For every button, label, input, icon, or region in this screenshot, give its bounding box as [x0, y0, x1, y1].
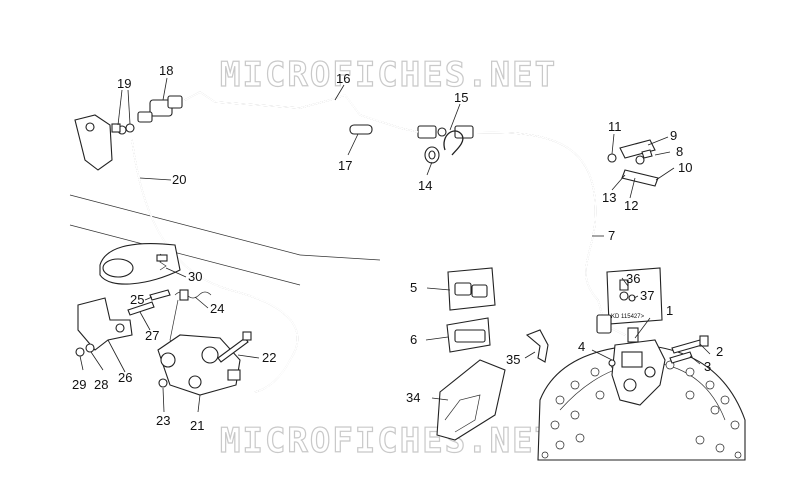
callout-16: 16 — [336, 71, 350, 86]
rubber-grommet — [424, 146, 440, 164]
watermark-top: MICROFICHES.NET — [220, 55, 557, 95]
mount-bracket — [74, 114, 135, 171]
callout-8: 8 — [676, 144, 683, 159]
callout-3: 3 — [704, 359, 711, 374]
bleed-kit-box: KD 115427> — [606, 267, 663, 325]
callout-17: 17 — [338, 158, 352, 173]
caliper-bolt — [217, 331, 252, 363]
watermark-bottom: MICROFICHES.NET — [220, 421, 557, 461]
callout-20: 20 — [172, 172, 186, 187]
pedal-bolt — [127, 301, 155, 316]
callout-6: 6 — [410, 332, 417, 347]
callout-24: 24 — [210, 301, 224, 316]
callout-2: 2 — [716, 344, 723, 359]
pedal-bracket — [75, 297, 133, 357]
callout-11: 11 — [608, 119, 622, 134]
callout-12: 12 — [624, 198, 638, 213]
callout-14: 14 — [418, 178, 432, 193]
callout-37: 37 — [640, 288, 654, 303]
brake-pads-set-b — [446, 317, 491, 353]
callout-26: 26 — [118, 370, 132, 385]
callout-23: 23 — [156, 413, 170, 428]
callout-13: 13 — [602, 190, 616, 205]
leader-lines — [79, 77, 711, 413]
callout-15: 15 — [454, 90, 468, 105]
heel-guard — [99, 242, 181, 285]
hose-clip — [443, 130, 464, 156]
caliper-bolts — [608, 335, 709, 367]
callout-5: 5 — [410, 280, 417, 295]
frame-outline — [69, 194, 381, 286]
union-fitting — [417, 125, 447, 139]
callout-36: 36 — [626, 271, 640, 286]
callout-4: 4 — [578, 339, 585, 354]
callout-21: 21 — [190, 418, 204, 433]
callouts: 1 2 3 4 5 6 7 8 9 10 11 12 13 14 15 16 1… — [72, 63, 723, 433]
kit-code-label: KD 115427> — [611, 314, 645, 320]
front-caliper — [611, 327, 666, 406]
callout-9: 9 — [670, 128, 677, 143]
callout-29: 29 — [72, 377, 86, 392]
rigid-brake-pipe — [184, 91, 419, 133]
callout-28: 28 — [94, 377, 108, 392]
callout-18: 18 — [159, 63, 173, 78]
hose-bracket — [607, 139, 659, 187]
callout-10: 10 — [678, 160, 692, 175]
callout-22: 22 — [262, 350, 276, 365]
rear-caliper — [157, 334, 241, 396]
callout-25: 25 — [130, 292, 144, 307]
callout-7: 7 — [608, 228, 615, 243]
callout-34: 34 — [406, 390, 420, 405]
callout-19: 19 — [117, 76, 131, 91]
pivot-bolt — [149, 289, 171, 301]
callout-35: 35 — [506, 352, 520, 367]
pressure-switch — [137, 95, 183, 123]
nut — [158, 378, 168, 388]
disc-cover — [436, 359, 506, 441]
callout-1: 1 — [666, 303, 673, 318]
callout-27: 27 — [145, 328, 159, 343]
hose-fittings — [454, 125, 612, 334]
brake-pads-set-a — [447, 267, 496, 311]
callout-30: 30 — [188, 269, 202, 284]
pad-spring — [525, 329, 549, 363]
hose-sleeve — [349, 124, 373, 135]
